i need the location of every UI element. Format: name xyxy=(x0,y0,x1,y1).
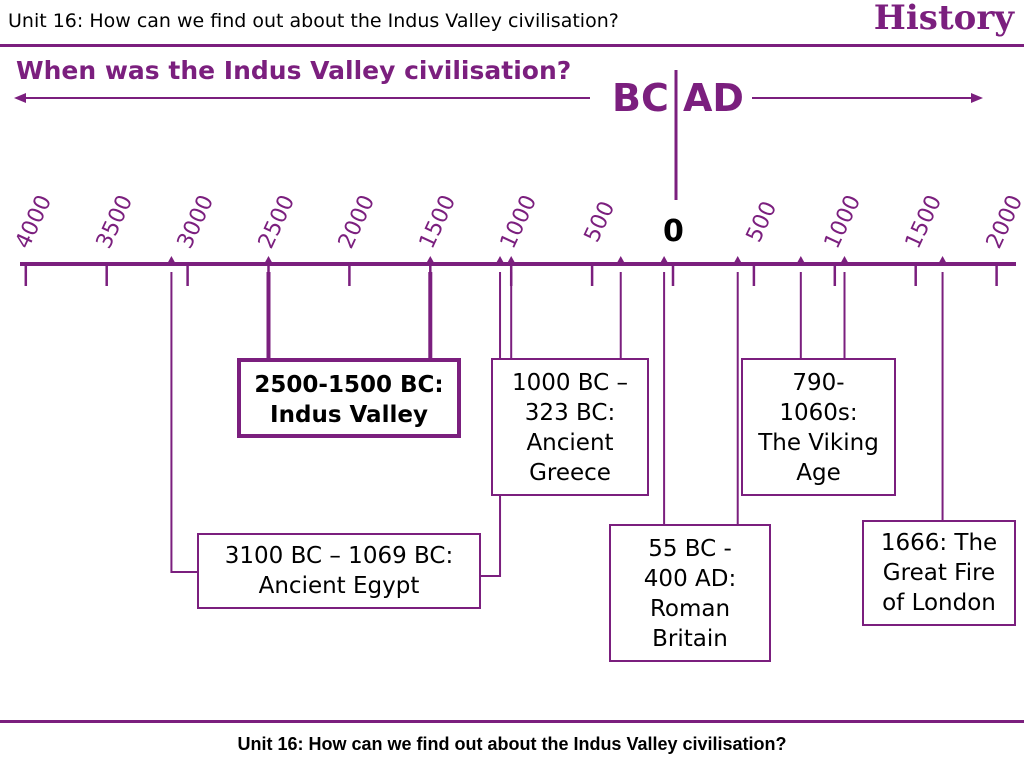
timeline-zero-label: 0 xyxy=(663,214,684,249)
event-text: 3100 BC – 1069 BC: xyxy=(224,543,454,569)
event-text: 400 AD: xyxy=(643,566,737,592)
event-text: 323 BC: xyxy=(524,400,616,426)
egypt-end-connector-head xyxy=(495,256,506,265)
event-box-indus-valley: 2500-1500 BC: Indus Valley xyxy=(237,358,461,438)
event-text: Ancient xyxy=(526,430,614,456)
bc-arrow-head xyxy=(14,93,26,103)
event-box-roman-britain: 55 BC - 400 AD: Roman Britain xyxy=(609,524,771,662)
event-text: Roman xyxy=(649,596,731,622)
rome-end-connector-head xyxy=(732,256,743,265)
event-text: of London xyxy=(882,590,996,616)
event-text: Age xyxy=(796,460,841,486)
page-footer-title: Unit 16: How can we find out about the I… xyxy=(237,734,787,754)
event-text: 1000 BC – xyxy=(511,370,629,396)
history-brand: History xyxy=(873,0,1014,38)
page-header-title: Unit 16: How can we find out about the I… xyxy=(8,10,619,32)
event-text: 2500-1500 BC: xyxy=(254,372,444,398)
egypt-start-connector-line xyxy=(170,272,197,573)
great-fire-connector-head xyxy=(937,256,948,265)
slide-question: When was the Indus Valley civilisation? xyxy=(16,56,572,85)
event-box-ancient-greece: 1000 BC – 323 BC: Ancient Greece xyxy=(491,358,649,496)
era-label-ad: AD xyxy=(683,76,744,120)
event-text: Britain xyxy=(652,626,728,652)
egypt-start-connector-head xyxy=(166,256,177,265)
greece-end-connector-head xyxy=(615,256,626,265)
header-divider xyxy=(0,44,1024,47)
event-text: Great Fire xyxy=(882,560,996,586)
event-text: Indus Valley xyxy=(270,402,428,428)
event-box-ancient-egypt: 3100 BC – 1069 BC: Ancient Egypt xyxy=(197,533,481,609)
indus-end-connector-head xyxy=(425,256,436,265)
event-text: 1666: The xyxy=(880,530,998,556)
event-text: 1060s: xyxy=(779,400,858,426)
event-text: Ancient Egypt xyxy=(258,573,420,599)
greece-start-connector-head xyxy=(506,256,517,265)
ad-arrow-head xyxy=(971,93,983,103)
indus-start-connector-head xyxy=(263,256,274,265)
event-text: The Viking xyxy=(758,430,879,456)
era-label-bc: BC xyxy=(612,76,669,120)
event-text: Greece xyxy=(529,460,611,486)
viking-end-connector-head xyxy=(839,256,850,265)
event-text: 55 BC - xyxy=(648,536,732,562)
viking-start-connector-head xyxy=(795,256,806,265)
event-text: 790- xyxy=(792,370,845,396)
footer-divider xyxy=(0,720,1024,723)
event-box-great-fire: 1666: The Great Fire of London xyxy=(862,520,1016,626)
rome-start-connector-head xyxy=(659,256,670,265)
event-box-viking-age: 790- 1060s: The Viking Age xyxy=(741,358,896,496)
